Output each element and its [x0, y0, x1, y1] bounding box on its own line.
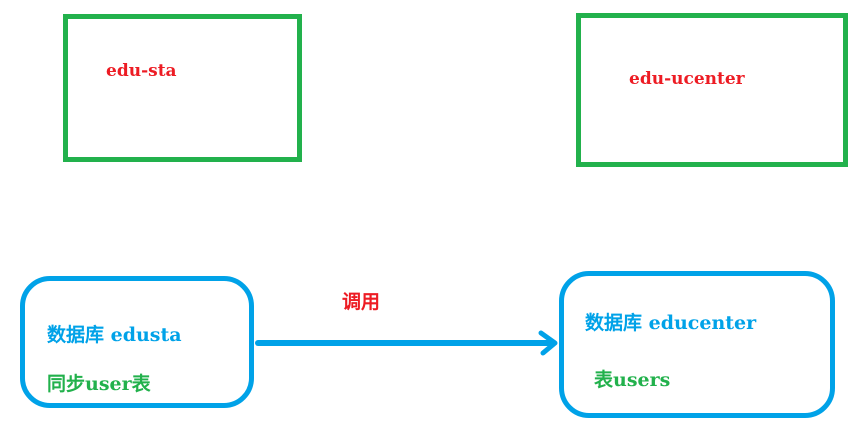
- service-box-edu-sta: [63, 14, 302, 162]
- service-box-edu-ucenter: [576, 13, 848, 167]
- service-label-edu-sta: edu-sta: [106, 61, 177, 81]
- database-note-educenter: 表users: [594, 369, 671, 391]
- database-name-educenter: 数据库 educenter: [585, 312, 757, 334]
- database-note-edusta: 同步user表: [47, 373, 151, 395]
- call-arrow-label: 调用: [342, 291, 381, 313]
- service-label-edu-ucenter: edu-ucenter: [629, 69, 745, 89]
- database-box-edusta: [20, 276, 254, 408]
- database-name-edusta: 数据库 edusta: [47, 324, 182, 346]
- database-box-educenter: [559, 271, 835, 418]
